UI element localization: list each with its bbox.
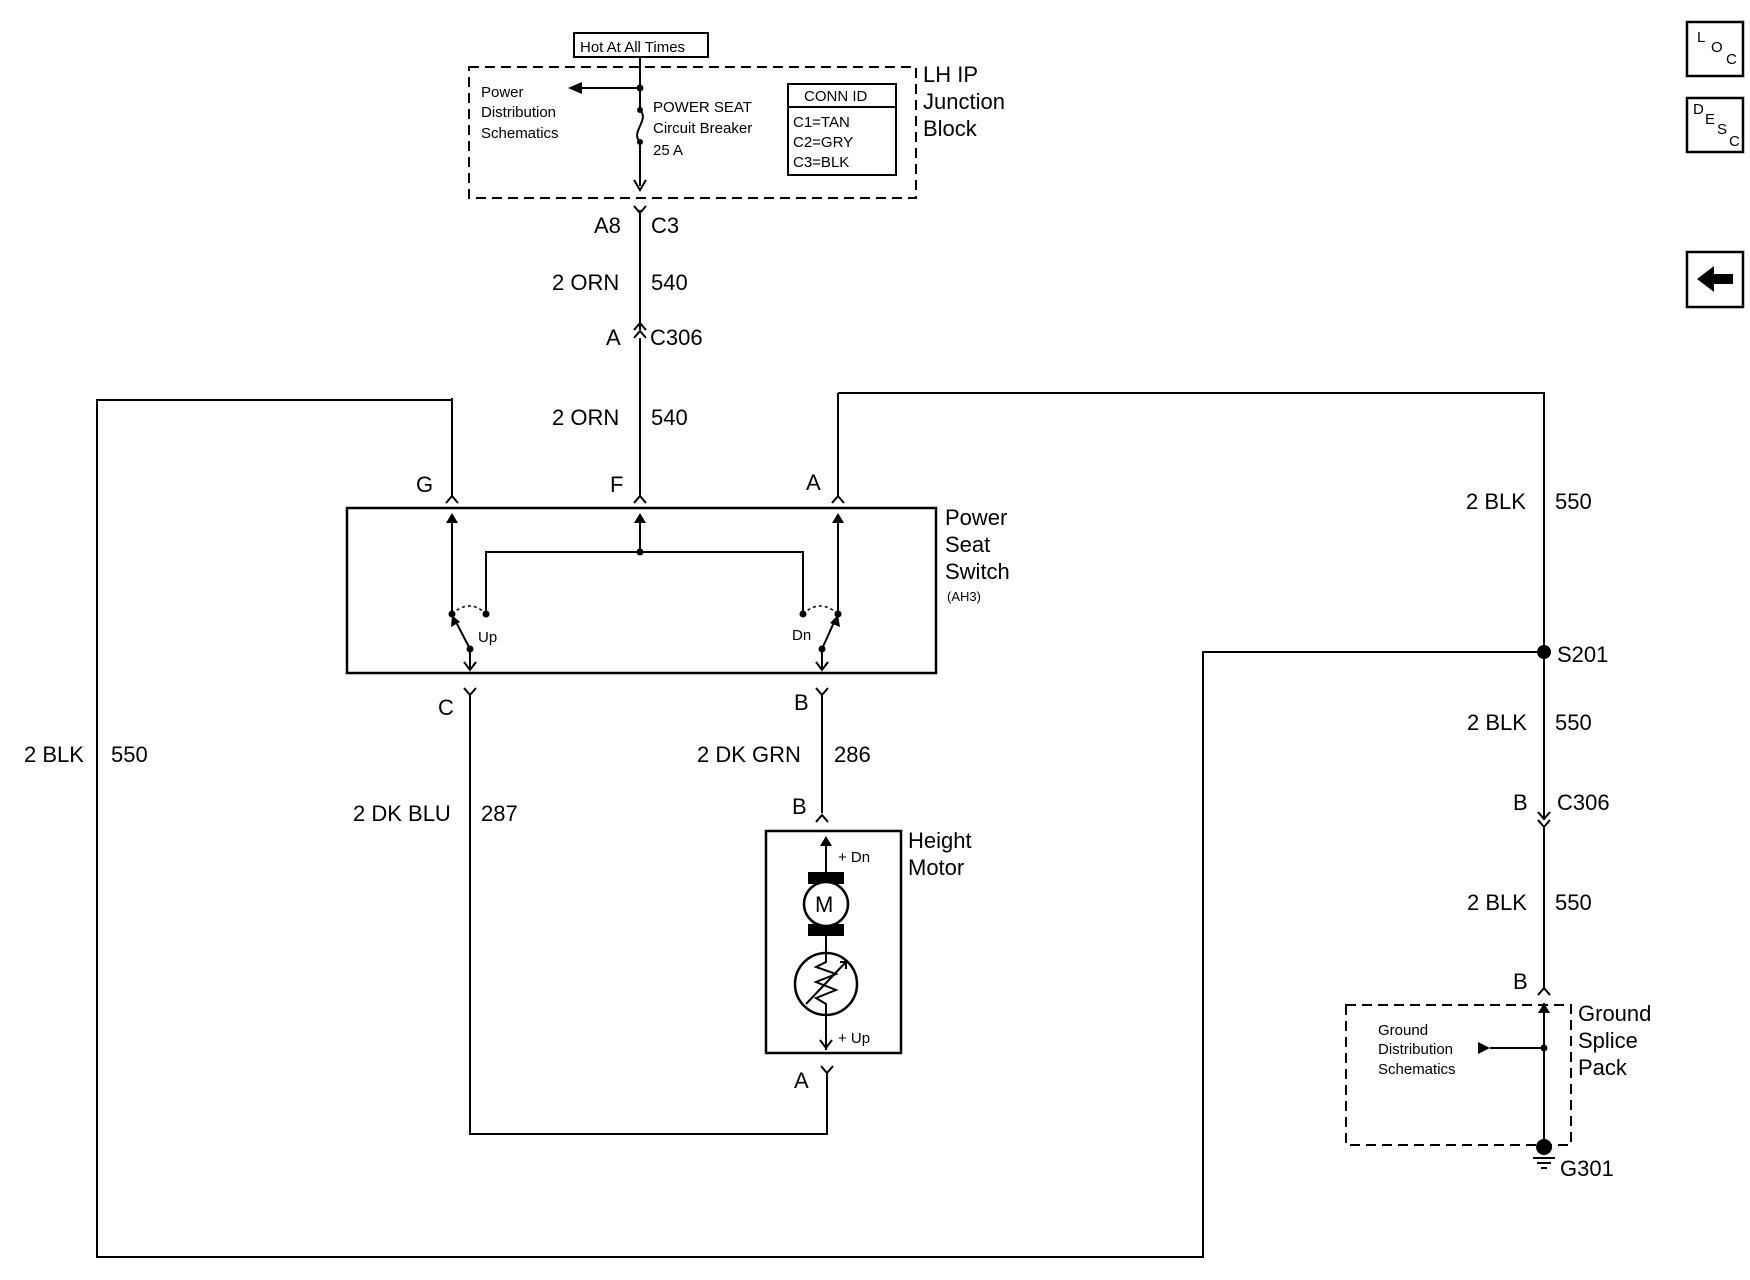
wire-num-550-g1: 550 bbox=[1555, 710, 1592, 735]
desc-icon: D bbox=[1693, 101, 1704, 118]
arrow-right-icon bbox=[1478, 1042, 1490, 1054]
motor-pin-a: A bbox=[794, 1068, 809, 1093]
svg-text:C2=GRY: C2=GRY bbox=[793, 134, 853, 151]
pin-b-switch: B bbox=[794, 690, 809, 715]
pin-f: F bbox=[610, 472, 623, 497]
ground-icon bbox=[1533, 1139, 1555, 1169]
wire-color-blk-g2: 2 BLK bbox=[1467, 890, 1527, 915]
connector-c306-top bbox=[633, 321, 647, 339]
svg-text:C3=BLK: C3=BLK bbox=[793, 154, 849, 171]
ground-dist-label-3: Schematics bbox=[1378, 1061, 1456, 1078]
pin-a8: A8 bbox=[594, 213, 621, 238]
wire-blk-550-left bbox=[96, 398, 1544, 1258]
arrow-left-icon bbox=[568, 82, 582, 94]
pin-c3: C3 bbox=[651, 213, 679, 238]
circuit-breaker-icon bbox=[636, 109, 644, 143]
breaker-label-2: Circuit Breaker bbox=[653, 120, 752, 137]
wire-blk-550-right bbox=[838, 392, 1545, 652]
svg-text:CONN ID: CONN ID bbox=[804, 88, 868, 105]
power-dist-label-2: Distribution bbox=[481, 104, 556, 121]
wire-color-orn-1: 2 ORN bbox=[552, 270, 619, 295]
wire-num-287: 287 bbox=[481, 801, 518, 826]
motor-label-1: Height bbox=[908, 828, 972, 853]
ground-pack-label-3: Pack bbox=[1578, 1055, 1628, 1080]
power-dist-label-1: Power bbox=[481, 84, 524, 101]
wire-color-blk-g1: 2 BLK bbox=[1467, 710, 1527, 735]
svg-text:C: C bbox=[1729, 133, 1740, 150]
svg-text:S: S bbox=[1717, 121, 1727, 138]
junction-label-3: Block bbox=[923, 116, 978, 141]
switch-dn-arm bbox=[821, 619, 836, 650]
height-motor bbox=[764, 829, 903, 1055]
wire-dk-blu-287 bbox=[469, 695, 828, 1135]
motor-plus-up: + Up bbox=[838, 1030, 870, 1047]
junction-label-1: LH IP bbox=[923, 62, 978, 87]
svg-text:E: E bbox=[1705, 111, 1715, 128]
g301-label: G301 bbox=[1560, 1156, 1614, 1181]
wire-color-blk-right: 2 BLK bbox=[1466, 489, 1526, 514]
pin-a-switch: A bbox=[806, 470, 821, 495]
svg-text:Hot At All Times: Hot At All Times bbox=[580, 39, 685, 56]
ground-splice-pack bbox=[1345, 1004, 1572, 1146]
wire-num-286: 286 bbox=[834, 742, 871, 767]
motor-plus-dn: + Dn bbox=[838, 849, 870, 866]
switch-label-3: Switch bbox=[945, 559, 1010, 584]
ground-pack-pin-b: B bbox=[1513, 969, 1528, 994]
motor-icon: M bbox=[802, 872, 850, 936]
breaker-label-3: 25 A bbox=[653, 142, 683, 159]
hot-at-all-times-label: Hot At All Times bbox=[573, 32, 709, 58]
switch-code: (AH3) bbox=[947, 589, 981, 604]
c306-label-top: C306 bbox=[650, 325, 703, 350]
back-button[interactable] bbox=[1685, 250, 1745, 309]
junction-label-2: Junction bbox=[923, 89, 1005, 114]
pin-g: G bbox=[416, 472, 433, 497]
pin-c: C bbox=[438, 695, 454, 720]
switch-up-arm bbox=[454, 619, 471, 650]
wire-num-550-g2: 550 bbox=[1555, 890, 1592, 915]
wire-num-540-2: 540 bbox=[651, 405, 688, 430]
conn-id-table: CONN ID C1=TAN C2=GRY C3=BLK bbox=[787, 83, 897, 176]
wire-num-550-left: 550 bbox=[111, 742, 148, 767]
wire-color-blk-left: 2 BLK bbox=[24, 742, 84, 767]
breaker-label-1: POWER SEAT bbox=[653, 99, 752, 116]
wire-num-540-1: 540 bbox=[651, 270, 688, 295]
power-dist-label-3: Schematics bbox=[481, 125, 559, 142]
wire-color-dk-blu: 2 DK BLU bbox=[353, 801, 451, 826]
ground-pack-label-1: Ground bbox=[1578, 1001, 1651, 1026]
ground-pack-label-2: Splice bbox=[1578, 1028, 1638, 1053]
svg-text:O: O bbox=[1711, 39, 1723, 56]
motor-label-2: Motor bbox=[908, 855, 964, 880]
svg-text:M: M bbox=[815, 892, 833, 917]
motor-pin-b: B bbox=[792, 794, 807, 819]
c306-label-ground: C306 bbox=[1557, 790, 1610, 815]
wire-num-550-right: 550 bbox=[1555, 489, 1592, 514]
loc-button[interactable]: L O C bbox=[1685, 20, 1745, 78]
ground-dist-label-2: Distribution bbox=[1378, 1041, 1453, 1058]
loc-icon: L bbox=[1697, 29, 1705, 46]
lh-ip-junction-block bbox=[468, 66, 917, 199]
power-seat-switch bbox=[345, 506, 938, 675]
ground-dist-label-1: Ground bbox=[1378, 1022, 1428, 1039]
c306-pin-b: B bbox=[1513, 790, 1528, 815]
switch-label-1: Power bbox=[945, 505, 1007, 530]
back-arrow-icon bbox=[1697, 266, 1733, 292]
s201-label: S201 bbox=[1557, 642, 1608, 667]
wire-color-dk-grn: 2 DK GRN bbox=[697, 742, 801, 767]
svg-text:C: C bbox=[1726, 51, 1737, 68]
desc-button[interactable]: D E S C bbox=[1685, 96, 1745, 154]
switch-dn-label: Dn bbox=[792, 627, 811, 644]
switch-label-2: Seat bbox=[945, 532, 990, 557]
c306-pin-a: A bbox=[606, 325, 621, 350]
switch-up-label: Up bbox=[478, 629, 497, 646]
thermistor-icon bbox=[793, 951, 859, 1017]
svg-text:C1=TAN: C1=TAN bbox=[793, 114, 850, 131]
wire-color-orn-2: 2 ORN bbox=[552, 405, 619, 430]
